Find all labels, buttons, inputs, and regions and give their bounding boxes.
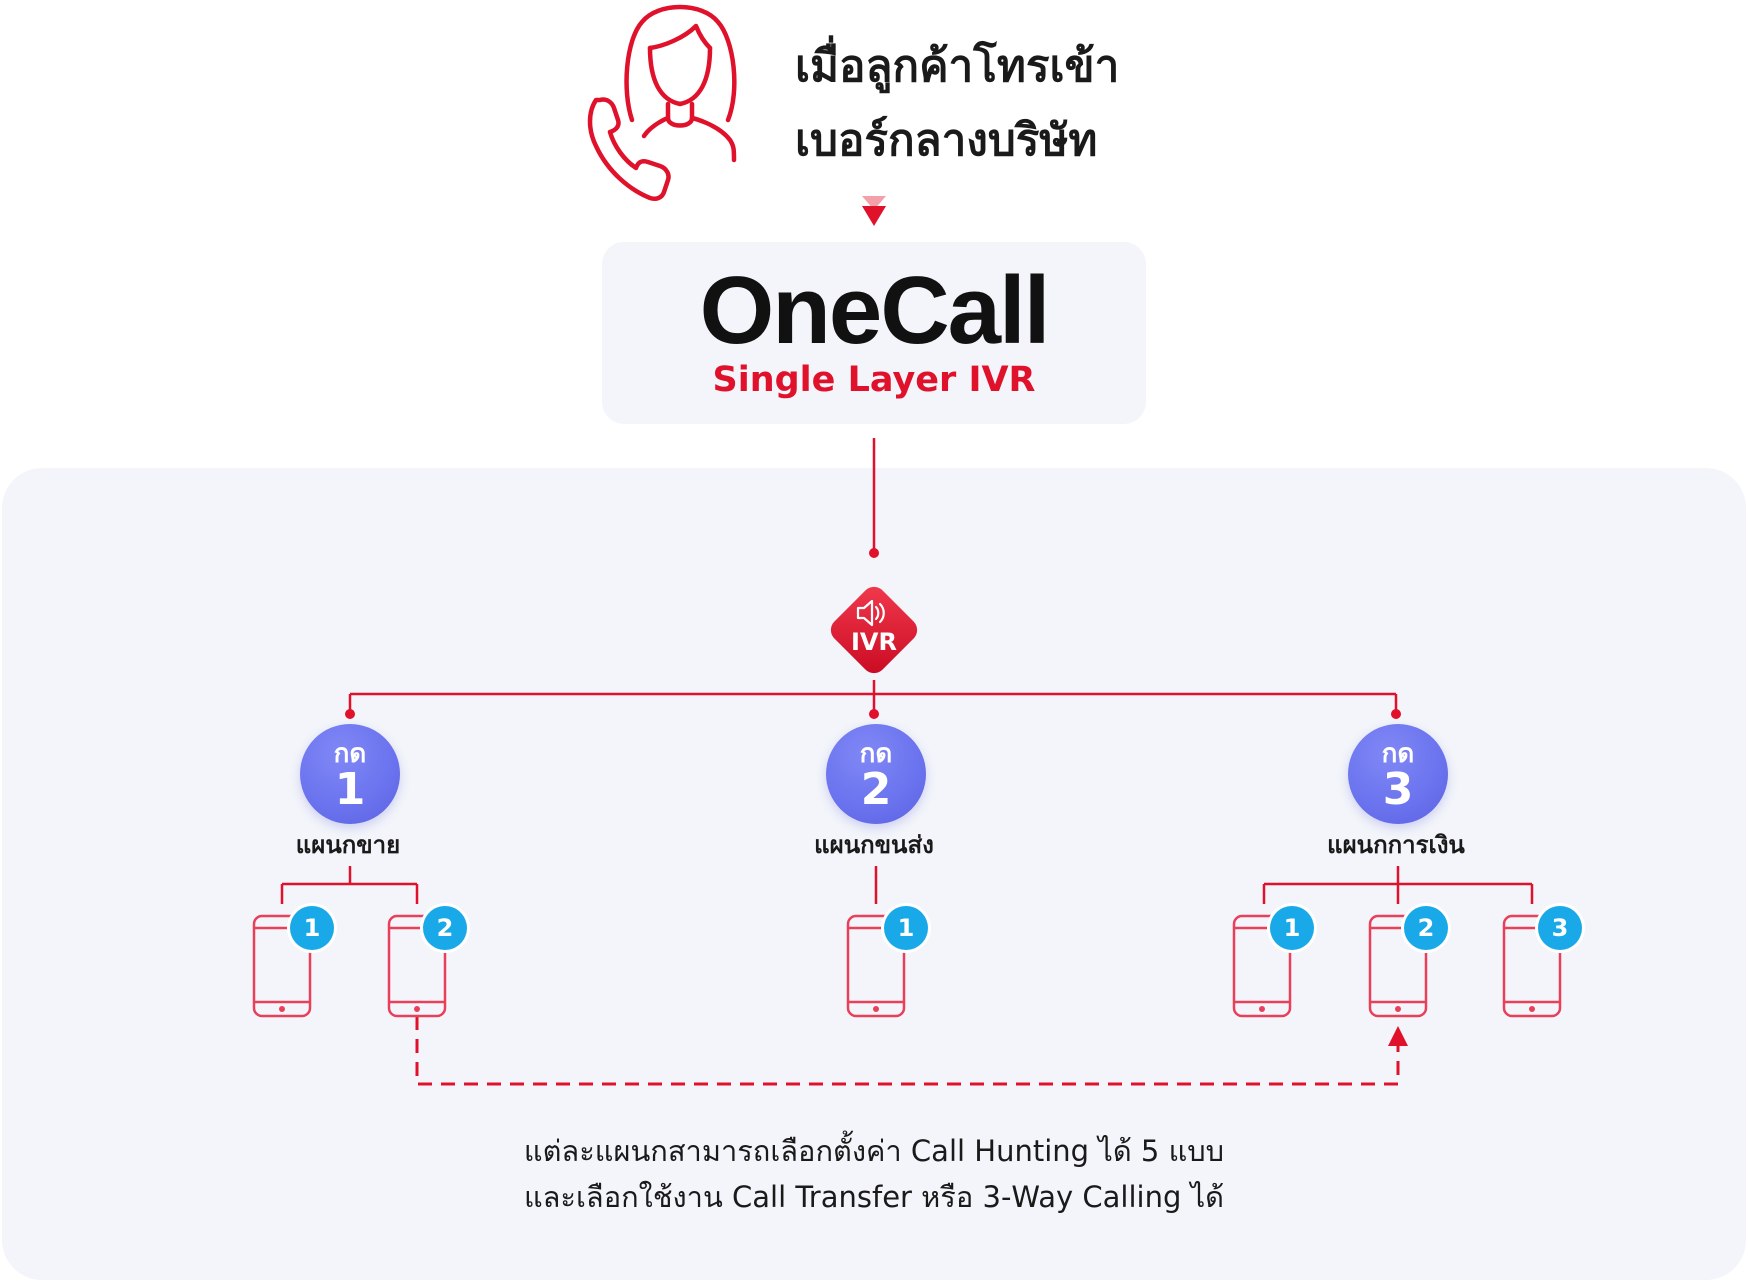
brand-subtitle: Single Layer IVR — [712, 360, 1036, 400]
department-logistics-label: แผนกขนส่ง — [814, 831, 934, 859]
down-arrow-icon — [862, 206, 886, 226]
phone-number-badge: 2 — [423, 906, 467, 950]
woman-on-phone-icon — [587, 4, 737, 201]
footnote-line-2: และเลือกใช้งาน Call Transfer หรือ 3-Way … — [523, 1180, 1225, 1214]
phone-number-badge: 1 — [884, 906, 928, 950]
phone-number-badge: 2 — [1404, 906, 1448, 950]
headline-line-1: เมื่อลูกค้าโทรเข้า — [795, 41, 1120, 92]
ivr-node — [818, 574, 930, 686]
department-finance-label: แผนกการเงิน — [1327, 831, 1465, 859]
up-arrow-icon — [1388, 1026, 1408, 1046]
ivr-label: IVR — [851, 628, 897, 656]
press-1-badge: กด 1 — [300, 724, 400, 824]
phone-number-badge: 1 — [1270, 906, 1314, 950]
phone-number-badge: 1 — [290, 906, 334, 950]
arrow-shadow — [862, 196, 886, 210]
phone-number-badge: 3 — [1538, 906, 1582, 950]
press-number: 2 — [860, 764, 892, 815]
press-number: 3 — [1382, 764, 1414, 815]
phone-icon — [1232, 914, 1292, 1018]
footnote-line-1: แต่ละแผนกสามารถเลือกตั้งค่า Call Hunting… — [523, 1134, 1225, 1168]
press-label: กด — [859, 739, 893, 769]
footnote: แต่ละแผนกสามารถเลือกตั้งค่า Call Hunting… — [374, 1128, 1374, 1220]
press-3-badge: กด 3 — [1348, 724, 1448, 824]
press-label: กด — [333, 739, 367, 769]
headline: เมื่อลูกค้าโทรเข้า เบอร์กลางบริษัท — [795, 30, 1215, 178]
headline-line-2: เบอร์กลางบริษัท — [795, 115, 1098, 166]
speaker-icon — [856, 599, 885, 627]
department-sales-label: แผนกขาย — [295, 831, 401, 859]
press-2-badge: กด 2 — [826, 724, 926, 824]
brand-title: OneCall — [699, 257, 1051, 364]
press-label: กด — [1381, 739, 1415, 769]
brand-box — [602, 242, 1146, 424]
press-number: 1 — [334, 764, 366, 815]
